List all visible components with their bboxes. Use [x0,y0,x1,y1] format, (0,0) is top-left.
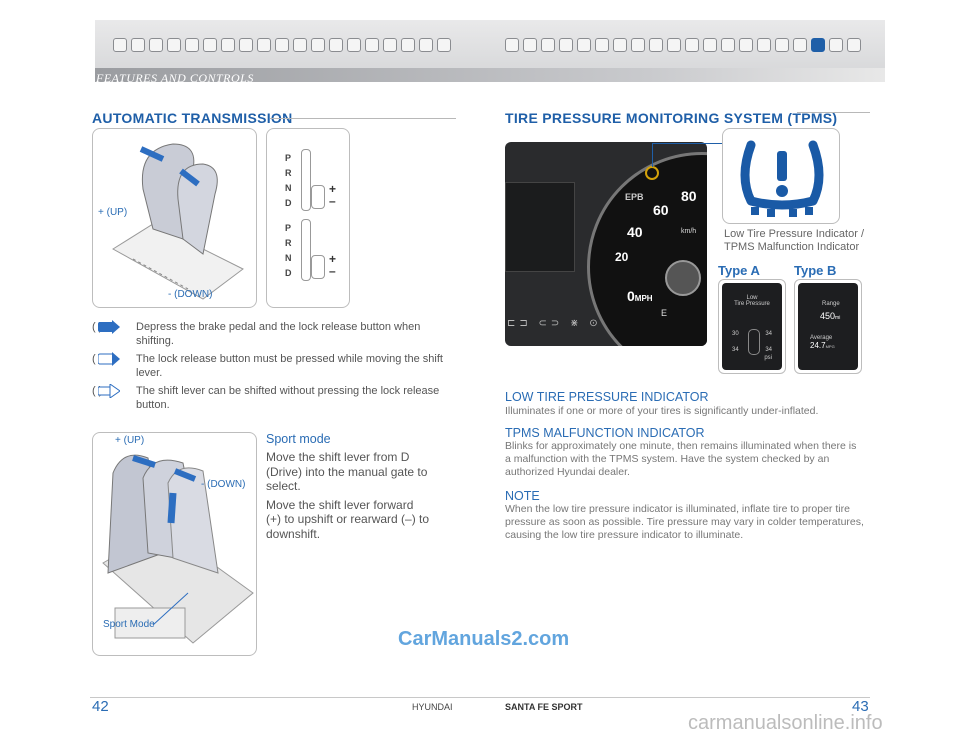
car-top-view-icon [748,329,760,355]
sport-mode-text: Sport mode Move the shift lever from D (… [266,432,431,541]
tpms-title: TIRE PRESSURE MONITORING SYSTEM (TPMS) [505,110,838,126]
watermark-footer: carmanualsonline.info [688,712,883,734]
low-pressure-heading: LOW TIRE PRESSURE INDICATOR [505,390,709,404]
sport-mode-para-1: Move the shift lever from D (Drive) into… [266,450,428,493]
header-icon-strip-right [505,34,861,56]
sport-mode-para-2: Move the shift lever forward (+) to upsh… [266,497,430,541]
type-a-screen: Low Tire Pressure 30 34 34 34 psi [722,283,782,370]
instruction-row: ( ) : The shift lever can be shifted wit… [92,384,440,411]
note-heading: NOTE [505,489,540,503]
note-text: When the low tire pressure indicator is … [505,503,864,541]
cluster-display [505,182,575,272]
shifter-illustration: + (UP) - (DOWN) [92,128,257,308]
section-title: FEATURES AND CONTROLS [96,71,254,85]
callout-line [652,143,724,144]
gate-slot-bottom [301,219,311,281]
type-b-label: Type B [794,263,837,278]
footer-model: SANTA FE SPORT [505,702,583,712]
watermark-center: CarManuals2.com [398,628,570,650]
gate-manual-top [311,185,325,209]
tpms-title-rule [797,112,870,113]
gate-slot-top [301,149,311,211]
automatic-transmission-title: AUTOMATIC TRANSMISSION [92,110,293,126]
page-number-left: 42 [92,698,109,715]
title-rule [270,118,456,119]
type-a-panel: Low Tire Pressure 30 34 34 34 psi [718,279,786,374]
tpms-text-block: LOW TIRE PRESSURE INDICATOR Illuminates … [505,390,865,542]
tpms-indicator-panel [722,128,840,224]
sport-mode-illustration: + (UP) - (DOWN) Sport Mode [92,432,257,656]
sport-mode-heading: Sport mode [266,432,331,446]
sport-shifter-drawing [102,454,254,644]
instructions-list: ( ) : Depress the brake pedal and the lo… [92,320,452,412]
gauge-hub [665,260,701,296]
brake-lock-arrow-icon [98,320,120,334]
footer-rule [90,697,870,698]
header-icon-strip-left [113,34,451,56]
instrument-cluster: EPB 60 80 40 20 0MPH km/h E ⊏⊐ ⊂⊃ ⋇ ⊙ [505,142,707,346]
type-b-panel: Range 450mi Average 24.7MPG [794,279,862,374]
sport-down-label: - (DOWN) [201,479,246,490]
speedometer [587,152,707,346]
cluster-telltales: ⊏⊐ ⊂⊃ ⋇ ⊙ [507,318,602,329]
instruction-row: ( ) : Depress the brake pedal and the lo… [92,320,421,347]
lock-release-arrow-icon [98,352,120,366]
free-shift-arrow-icon [98,384,120,398]
tpms-warning-light-icon [645,166,659,180]
malfunction-text: Blinks for approximately one minute, the… [505,440,857,478]
type-a-label: Type A [718,263,760,278]
footer-brand: HYUNDAI [412,702,453,712]
sport-mode-callout: Sport Mode [103,619,155,630]
instruction-row: ( ) : The lock release button must be pr… [92,352,443,379]
gate-manual-bottom [311,255,325,279]
type-b-screen: Range 450mi Average 24.7MPG [798,283,858,370]
header-bar [95,20,885,82]
tpms-warning-icon [740,140,824,217]
shifter-up-label: + (UP) [98,207,128,218]
sport-up-label: + (UP) [115,435,145,446]
shifter-drawing [112,143,244,300]
malfunction-heading: TPMS MALFUNCTION INDICATOR [505,426,705,440]
page-number-right: 43 [852,698,869,715]
low-pressure-text: Illuminates if one or more of your tires… [505,405,819,417]
shifter-down-label: - (DOWN) [168,289,213,300]
indicator-caption: Low Tire Pressure Indicator / TPMS Malfu… [724,228,865,253]
